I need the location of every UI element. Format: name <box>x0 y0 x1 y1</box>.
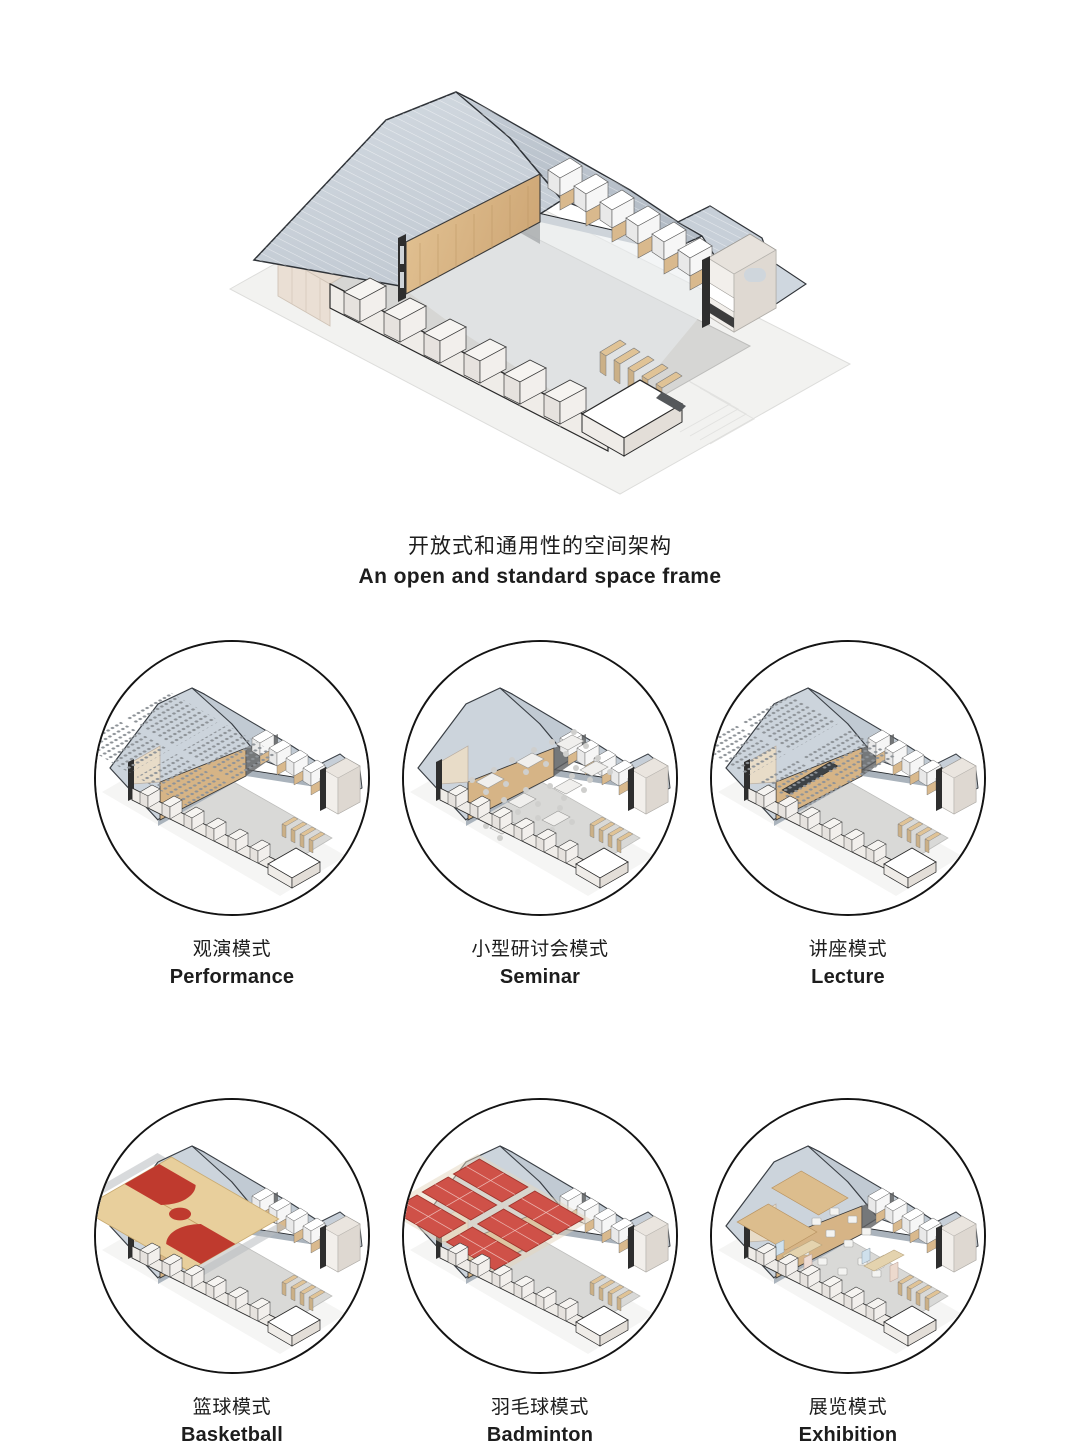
mode-label-en: Basketball <box>180 1424 284 1446</box>
mode-label-cn: 观演模式 <box>192 939 272 960</box>
mode-label-en: Exhibition <box>798 1424 898 1446</box>
mode-label-exhibition: 展览模式 Exhibition <box>799 1398 898 1445</box>
hero-caption: 开放式和通用性的空间架构 An open and standard space … <box>0 536 1080 587</box>
mode-label-badminton: 羽毛球模式 Badminton <box>487 1398 593 1445</box>
hero-isometric-svg <box>228 91 852 495</box>
thumbnail-exhibition[interactable] <box>710 1098 986 1374</box>
mode-card-performance[interactable]: 观演模式 Performance <box>94 640 370 987</box>
mode-label-basketball: 篮球模式 Basketball <box>181 1398 283 1445</box>
mode-label-lecture: 讲座模式 Lecture <box>809 940 887 987</box>
mode-label-performance: 观演模式 Performance <box>170 940 294 987</box>
basketball-court <box>96 1156 280 1272</box>
mode-label-cn: 讲座模式 <box>808 939 888 960</box>
mode-label-cn: 小型研讨会模式 <box>471 939 609 960</box>
mode-label-seminar: 小型研讨会模式 Seminar <box>471 940 608 987</box>
modes-row-2: 篮球模式 Basketball <box>0 1098 1080 1445</box>
modes-row-1: 观演模式 Performance <box>0 640 1080 987</box>
mode-label-en: Lecture <box>811 966 885 988</box>
thumbnail-seminar[interactable] <box>402 640 678 916</box>
front-piers <box>329 277 609 452</box>
thumbnail-basketball[interactable] <box>94 1098 370 1374</box>
thumbnail-performance[interactable] <box>94 640 370 916</box>
mode-label-cn: 羽毛球模式 <box>490 1397 589 1418</box>
hero-illustration <box>0 46 1080 516</box>
seminar-clusters <box>469 729 613 841</box>
badminton-courts <box>404 1154 592 1275</box>
thumbnail-lecture[interactable] <box>710 640 986 916</box>
mode-card-exhibition[interactable]: 展览模式 Exhibition <box>710 1098 986 1445</box>
mode-card-seminar[interactable]: 小型研讨会模式 Seminar <box>402 640 678 987</box>
mode-card-lecture[interactable]: 讲座模式 Lecture <box>710 640 986 987</box>
thumbnail-badminton[interactable] <box>402 1098 678 1374</box>
mode-label-cn: 展览模式 <box>808 1397 888 1418</box>
mode-label-en: Badminton <box>486 1424 594 1446</box>
exhibition-layout <box>736 1170 905 1283</box>
mode-card-badminton[interactable]: 羽毛球模式 Badminton <box>402 1098 678 1445</box>
mode-label-cn: 篮球模式 <box>192 1397 272 1418</box>
caption-chinese: 开放式和通用性的空间架构 <box>408 535 672 558</box>
modes-grid: 观演模式 Performance <box>0 640 1080 1445</box>
gallery-bays <box>547 157 713 291</box>
caption-english: An open and standard space frame <box>358 565 722 588</box>
mode-card-basketball[interactable]: 篮球模式 Basketball <box>94 1098 370 1445</box>
mode-label-en: Performance <box>169 966 295 988</box>
seating-blocks <box>712 694 899 810</box>
mode-label-en: Seminar <box>499 966 581 988</box>
